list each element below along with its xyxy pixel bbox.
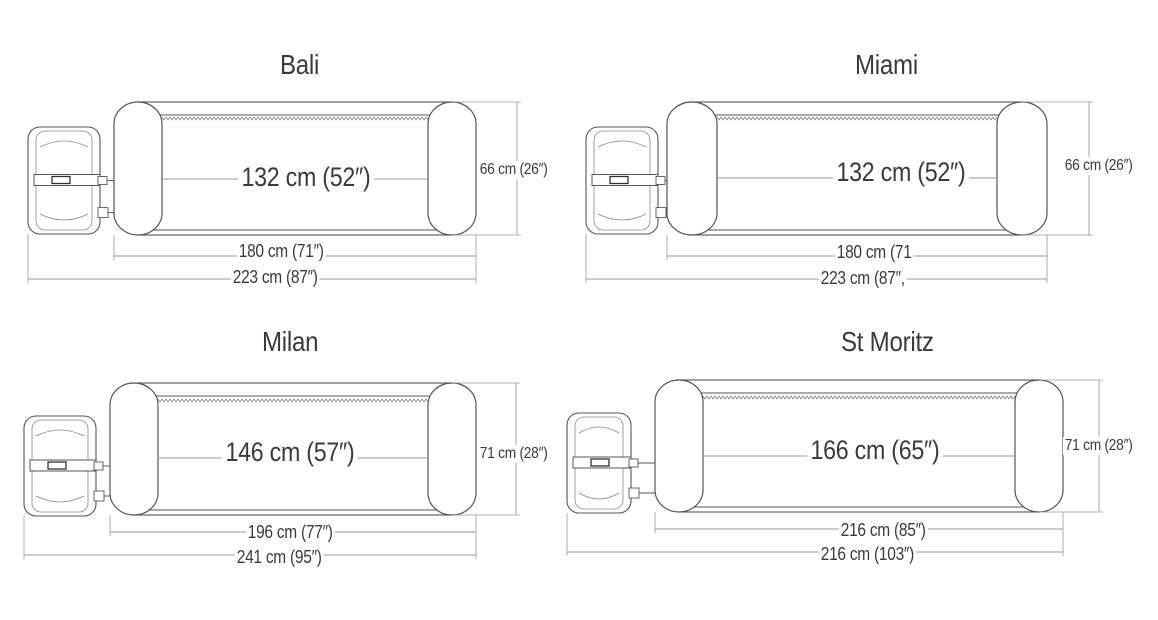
- right-pillow: [1014, 379, 1064, 513]
- pump-control-button: [609, 175, 629, 185]
- milan-total-length-label: 241 cm (95″): [235, 547, 324, 568]
- pump-top-curve: [597, 140, 647, 148]
- bali-length-label: 180 cm (71″): [237, 241, 326, 262]
- milan-height-label: 71 cm (28″): [478, 445, 550, 463]
- milan-title: Milan: [262, 326, 319, 357]
- tub-rope-trim: [157, 398, 431, 403]
- right-pillow: [427, 382, 477, 516]
- miami-length-label: 180 cm (71: [835, 242, 914, 263]
- miami-total-length-label: 223 cm (87″,: [819, 268, 907, 289]
- pump-bottom-curve: [39, 213, 89, 221]
- left-pillow: [109, 382, 159, 516]
- pump-lower-connector: [628, 487, 640, 499]
- pump-top-curve: [578, 426, 620, 434]
- pump-upper-connector: [655, 176, 666, 185]
- bali-diagram: Bali 132 cm (52″) 66 cm (26″) 180 cm (71…: [0, 0, 579, 310]
- pump-bottom-curve: [578, 492, 620, 500]
- milan-diagram: Milan 146 cm (57″) 71 cm (28″) 196 cm (7…: [0, 310, 579, 620]
- st-moritz-title: St Moritz: [841, 326, 934, 357]
- pump-control-button: [590, 458, 610, 467]
- miami-title: Miami: [855, 49, 918, 80]
- pump-lower-connector: [97, 207, 109, 219]
- pump-upper-connector: [97, 176, 108, 185]
- pump-control-button: [51, 175, 71, 185]
- pump-lower-connector: [655, 207, 667, 219]
- pump-bottom-curve: [597, 213, 647, 221]
- bali-total-length-label: 223 cm (87″): [231, 267, 320, 288]
- right-pillow: [996, 101, 1048, 236]
- st-moritz-height-label: 71 cm (28″): [1063, 437, 1135, 455]
- pump-upper-connector: [628, 458, 639, 468]
- milan-length-label: 196 cm (77″): [246, 522, 335, 543]
- bali-title: Bali: [280, 49, 320, 80]
- st-moritz-diagram: St Moritz 166 cm (65″) 71 cm (28″) 216 c…: [566, 310, 1158, 620]
- tub-rope-trim: [161, 116, 431, 121]
- bali-inner-length-label: 132 cm (52″): [238, 162, 374, 193]
- bali-spa-drawing: [27, 101, 521, 283]
- pump-control-button: [47, 461, 67, 470]
- st-moritz-total-length-label: 216 cm (103″): [819, 544, 916, 565]
- bali-height-label: 66 cm (26″): [478, 161, 550, 179]
- pump-bottom-curve: [35, 495, 85, 503]
- miami-inner-length-label: 132 cm (52″): [833, 157, 969, 188]
- pump-top-curve: [39, 140, 89, 148]
- miami-spa-drawing: [585, 101, 1093, 283]
- pump-upper-connector: [93, 461, 104, 471]
- miami-diagram: Miami 132 cm (52″) 66 cm (26″) 180 cm (7…: [579, 0, 1158, 310]
- pump-lower-connector: [93, 490, 105, 502]
- left-pillow: [654, 379, 704, 513]
- st-moritz-inner-length-label: 166 cm (65″): [807, 435, 943, 466]
- st-moritz-length-label: 216 cm (85″): [839, 520, 928, 541]
- milan-inner-length-label: 146 cm (57″): [222, 437, 358, 468]
- left-pillow: [113, 101, 163, 236]
- tub-rope-trim: [702, 395, 1016, 400]
- tub-rope-trim: [716, 116, 998, 121]
- right-pillow: [427, 101, 477, 236]
- pump-top-curve: [35, 429, 85, 437]
- left-pillow: [666, 101, 718, 236]
- miami-height-label: 66 cm (26″): [1063, 157, 1135, 175]
